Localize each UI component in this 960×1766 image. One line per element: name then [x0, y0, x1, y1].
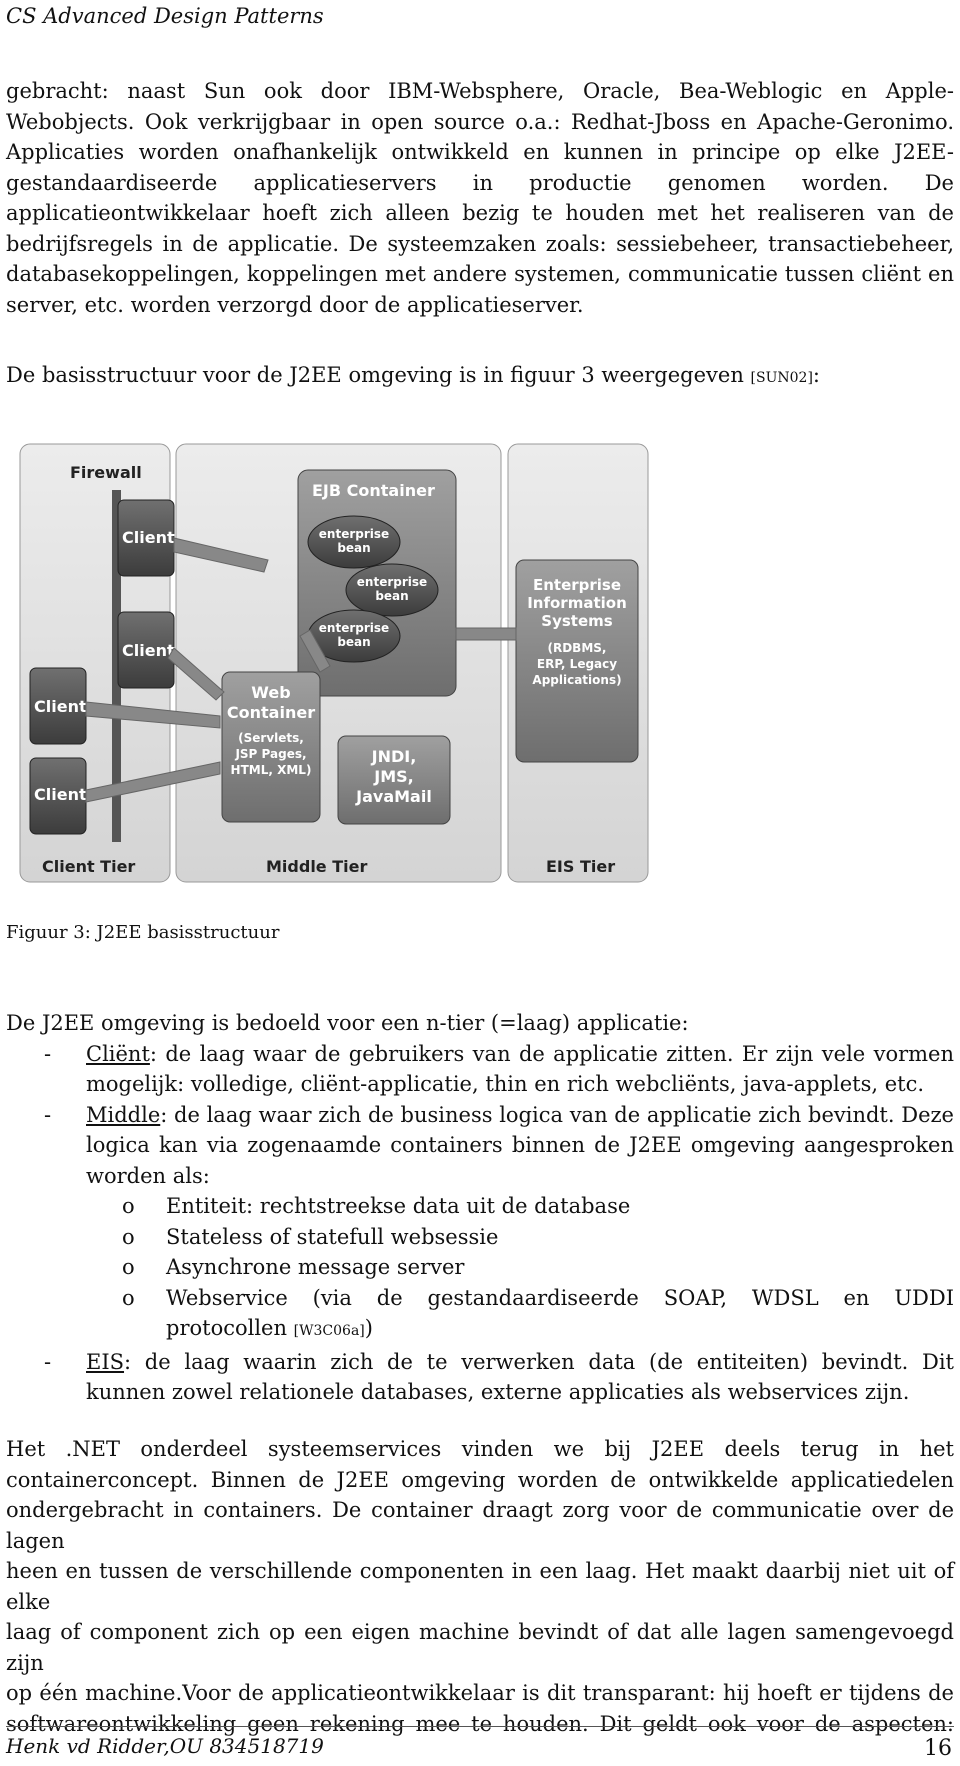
eis-label: Information	[527, 594, 627, 612]
web-container-label: Container	[227, 703, 315, 722]
list-text: : de laag waar de gebruikers van de appl…	[86, 1041, 954, 1097]
client-label: Client	[122, 528, 175, 547]
text-line: gestandaardiseerde applicatieservers in …	[6, 170, 954, 195]
eis-tier-label: EIS Tier	[546, 857, 615, 876]
web-container-sub: JSP Pages,	[234, 747, 306, 761]
text-line: bedrijfsregels in de applicatie. De syst…	[6, 231, 954, 256]
arrow	[455, 627, 517, 641]
ejb-container-label: EJB Container	[312, 481, 435, 500]
jndi-label: JavaMail	[355, 787, 432, 806]
running-header: CS Advanced Design Patterns	[6, 4, 324, 28]
arrow	[85, 701, 221, 729]
bullet: o	[122, 1194, 135, 1218]
arrow	[299, 629, 331, 673]
text-line: Applicaties worden onafhankelijk ontwikk…	[6, 140, 954, 164]
list-term: Cliënt	[86, 1041, 150, 1066]
web-container-label: Web	[251, 683, 290, 702]
list-text: : de laag waar zich de business logica v…	[86, 1102, 954, 1188]
client-label: Client	[34, 785, 87, 804]
text: :	[812, 363, 820, 387]
sub-item: o Asynchrone message server	[6, 1252, 954, 1283]
list-intro: De J2EE omgeving is bedoeld voor een n-t…	[6, 1011, 689, 1035]
eis-sub: (RDBMS,	[548, 641, 607, 655]
bean-label: enterprise	[319, 527, 389, 541]
client-label: Client	[122, 641, 175, 660]
text-line: Het .NET onderdeel systeemservices vinde…	[6, 1437, 954, 1461]
eis-label: Enterprise	[533, 576, 621, 594]
bean-label: enterprise	[319, 621, 389, 635]
sub-item-text: )	[364, 1316, 373, 1340]
jndi-box	[337, 735, 451, 825]
list-term: EIS	[86, 1349, 125, 1374]
eis-sub: ERP, Legacy	[537, 657, 617, 671]
middle-tier-label: Middle Tier	[266, 857, 367, 876]
arrow	[85, 761, 221, 803]
eis-label: Systems	[541, 612, 612, 630]
footer-author: Henk vd Ridder,OU 834518719	[6, 1734, 324, 1758]
text-line: databasekoppelingen, koppelingen met and…	[6, 262, 954, 286]
jndi-label: JMS,	[373, 767, 413, 786]
arrow	[167, 647, 225, 701]
sub-item: o Entiteit: rechtstreekse data uit de dat…	[6, 1191, 954, 1222]
list-term: Middle	[86, 1102, 161, 1127]
text-line: softwareontwikkeling geen rekening mee t…	[6, 1711, 954, 1736]
client-tier-label: Client Tier	[42, 857, 135, 876]
bullet: -	[44, 1102, 52, 1127]
list-item: - EIS: de laag waarin zich de te verwerk…	[6, 1347, 954, 1408]
web-container-box	[221, 671, 321, 823]
paragraph-figure-ref: De basisstructuur voor de J2EE omgeving …	[6, 360, 954, 394]
bullet: o	[122, 1224, 135, 1249]
text-line: Webobjects. Ook verkrijgbaar in open sou…	[6, 109, 954, 134]
text-line: laag of component zich op een eigen mach…	[6, 1620, 954, 1675]
sub-item-text: Asynchrone message server	[166, 1255, 465, 1279]
list-item: - Cliënt: de laag waar de gebruikers van…	[6, 1039, 954, 1100]
tier-list: De J2EE omgeving is bedoeld voor een n-t…	[6, 1008, 954, 1408]
arrow	[173, 537, 269, 573]
client-label: Client	[34, 697, 87, 716]
list-item: - Middle: de laag waar zich de business …	[6, 1100, 954, 1192]
sub-item: o Stateless of statefull websessie	[6, 1222, 954, 1253]
paragraph-intro: gebracht: naast Sun ook door IBM-Websphe…	[6, 76, 954, 320]
firewall-bar	[112, 490, 121, 842]
bean-label: bean	[375, 589, 408, 603]
eis-sub: Applications)	[532, 673, 621, 687]
sub-item-text: Webservice (via de gestandaardiseerde SO…	[166, 1285, 954, 1341]
enterprise-bean	[307, 515, 401, 569]
web-container-sub: HTML, XML)	[231, 763, 312, 777]
footer-rule	[6, 1726, 954, 1727]
j2ee-architecture-diagram: Firewall Client Client Client Client EJB…	[19, 443, 649, 883]
bullet: o	[122, 1255, 135, 1279]
page-number: 16	[924, 1736, 952, 1761]
text-line: containerconcept. Binnen de J2EE omgevin…	[6, 1467, 954, 1492]
bean-label: bean	[337, 541, 370, 555]
text-line: heen en tussen de verschillende componen…	[6, 1559, 954, 1614]
enterprise-bean	[345, 563, 439, 617]
eis-box	[515, 559, 639, 763]
paragraph-containers: Het .NET onderdeel systeemservices vinde…	[6, 1434, 954, 1739]
text-line: gebracht: naast Sun ook door IBM-Websphe…	[6, 79, 954, 103]
bean-label: bean	[337, 635, 370, 649]
text-line: ondergebracht in containers. De containe…	[6, 1498, 954, 1553]
text-line: server, etc. worden verzorgd door de app…	[6, 292, 584, 317]
citation: [SUN02]	[750, 370, 813, 386]
jndi-label: JNDI,	[371, 747, 417, 766]
text-line: op één machine.Voor de applicatieontwikk…	[6, 1681, 954, 1705]
bullet: -	[44, 1349, 52, 1374]
list-text: : de laag waarin zich de te verwerken da…	[86, 1349, 954, 1405]
text: De basisstructuur voor de J2EE omgeving …	[6, 363, 751, 387]
citation: [W3C06a]	[293, 1323, 365, 1339]
figure-caption: Figuur 3: J2EE basisstructuur	[6, 922, 280, 943]
sub-item: o Webservice (via de gestandaardiseerde S…	[6, 1283, 954, 1347]
sub-item-text: Entiteit: rechtstreekse data uit de data…	[166, 1194, 631, 1218]
text-line: applicatieontwikkelaar hoeft zich alleen…	[6, 201, 954, 225]
bean-label: enterprise	[357, 575, 427, 589]
web-container-sub: (Servlets,	[238, 731, 304, 745]
firewall-label: Firewall	[70, 463, 142, 482]
bullet: o	[122, 1285, 135, 1310]
bullet: -	[44, 1041, 52, 1066]
arrows	[85, 537, 517, 803]
sub-item-text: Stateless of statefull websessie	[166, 1224, 499, 1249]
